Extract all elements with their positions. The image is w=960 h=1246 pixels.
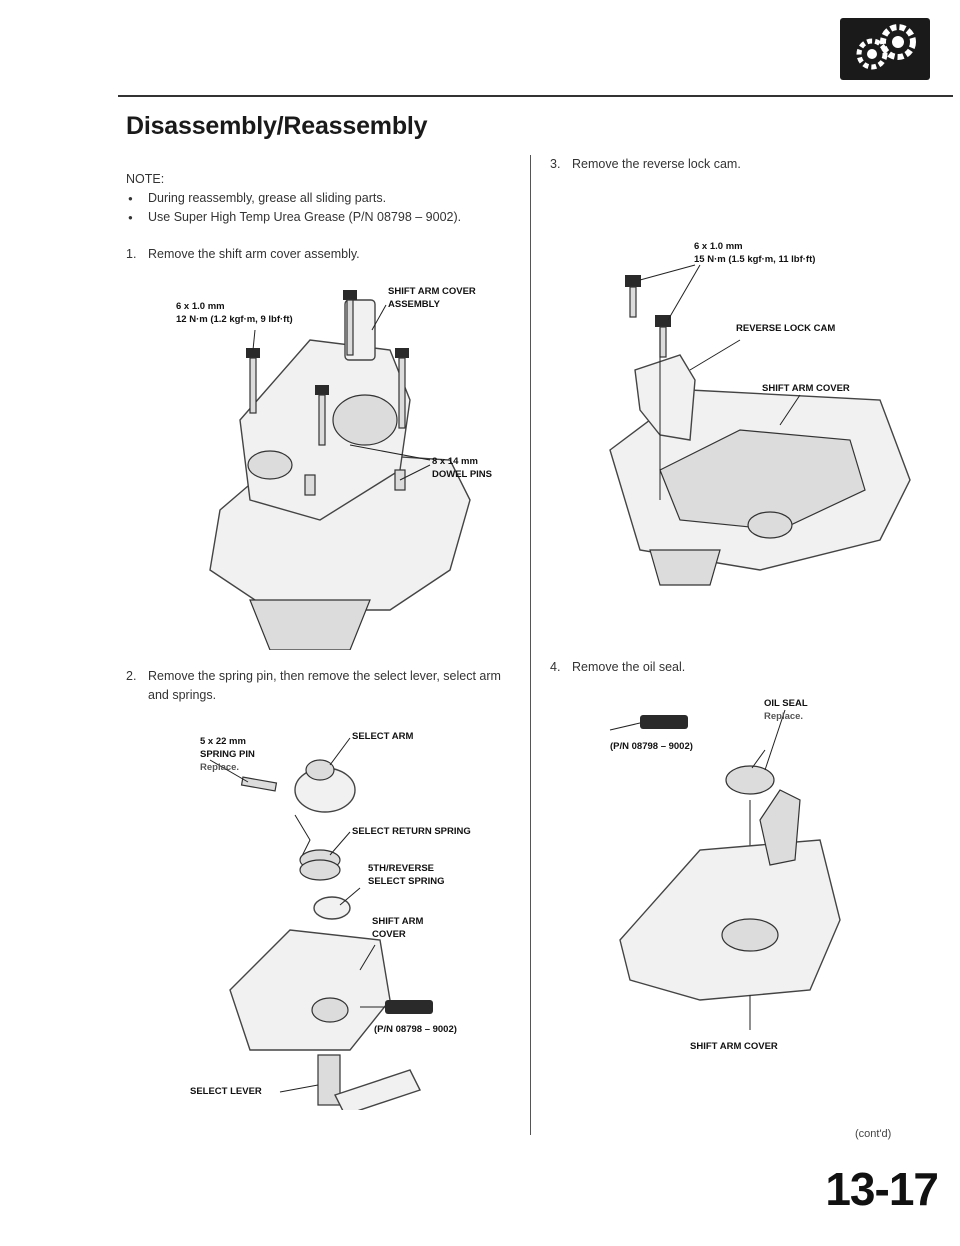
figure-reverse-lock-cam [609,264,911,586]
grease-tube-icon [609,715,688,731]
figure4-grease-pn: (P/N 08798 – 9002) [610,741,693,752]
step-2: 2. Remove the spring pin, then remove th… [126,667,506,705]
continued-note: (cont'd) [855,1128,892,1140]
figure2-spring-pin-label: 5 x 22 mm SPRING PIN Replace. [200,736,255,773]
note-item: During reassembly, grease all sliding pa… [126,189,516,208]
step-number: 3. [550,157,561,171]
figure-shift-arm-cover-assembly [209,290,471,650]
figure1-cover-label: SHIFT ARM COVER ASSEMBLY [388,286,476,310]
figure3-reverse-cam-label: REVERSE LOCK CAM [736,323,836,334]
figure2-select-arm-label: SELECT ARM [352,731,414,742]
figure2-rev-spring-label: 5TH/REVERSE SELECT SPRING [368,863,445,887]
page-number: 13-17 [825,1163,939,1215]
grease-tube-icon [360,1000,433,1014]
step-4: 4. Remove the oil seal. [550,658,930,677]
step-number: 4. [550,660,561,674]
figure2-select-lever-label: SELECT LEVER [190,1086,262,1097]
header-rule [118,95,953,97]
figure2-cover-label: SHIFT ARM COVER [372,916,424,940]
notes-block: NOTE: During reassembly, grease all slid… [126,170,516,227]
figure2-grease-pn: (P/N 08798 – 9002) [374,1024,457,1035]
note-label: NOTE: [126,172,165,186]
page-title: Disassembly/Reassembly [126,112,428,140]
step-number: 2. [126,669,137,683]
figure1-dowel-pins-label: 8 x 14 mm DOWEL PINS [432,456,492,480]
bolt-icon [625,275,641,318]
step-number: 1. [126,247,137,261]
figure4-cover-label: SHIFT ARM COVER [690,1041,778,1052]
column-divider [530,155,531,1135]
figure-oil-seal [609,709,841,1030]
transmission-section-icon [840,18,930,80]
bolt-icon [315,385,329,446]
step-text: Remove the shift arm cover assembly. [148,247,360,261]
figure-select-lever-arm-springs [209,737,433,1110]
figure3-cover-label: SHIFT ARM COVER [762,383,850,394]
step-text: Remove the reverse lock cam. [572,157,741,171]
figure2-return-spring-label: SELECT RETURN SPRING [352,826,471,837]
step-3: 3. Remove the reverse lock cam. [550,155,930,174]
step-text: Remove the oil seal. [572,660,686,674]
step-text: Remove the spring pin, then remove the s… [148,669,501,702]
bolt-icon [395,348,409,429]
bolt-icon [655,315,671,358]
figure3-bolt-spec: 6 x 1.0 mm 15 N·m (1.5 kgf·m, 11 lbf·ft) [694,241,816,265]
bolt-icon [246,348,260,414]
figure4-seal-label: OIL SEAL Replace. [764,698,808,722]
bolt-icon [343,290,357,356]
figure1-bolt-spec: 6 x 1.0 mm 12 N·m (1.2 kgf·m, 9 lbf·ft) [176,301,293,325]
step-1: 1. Remove the shift arm cover assembly. [126,245,506,264]
note-item: Use Super High Temp Urea Grease (P/N 087… [126,208,516,227]
gears-icon [856,24,916,70]
